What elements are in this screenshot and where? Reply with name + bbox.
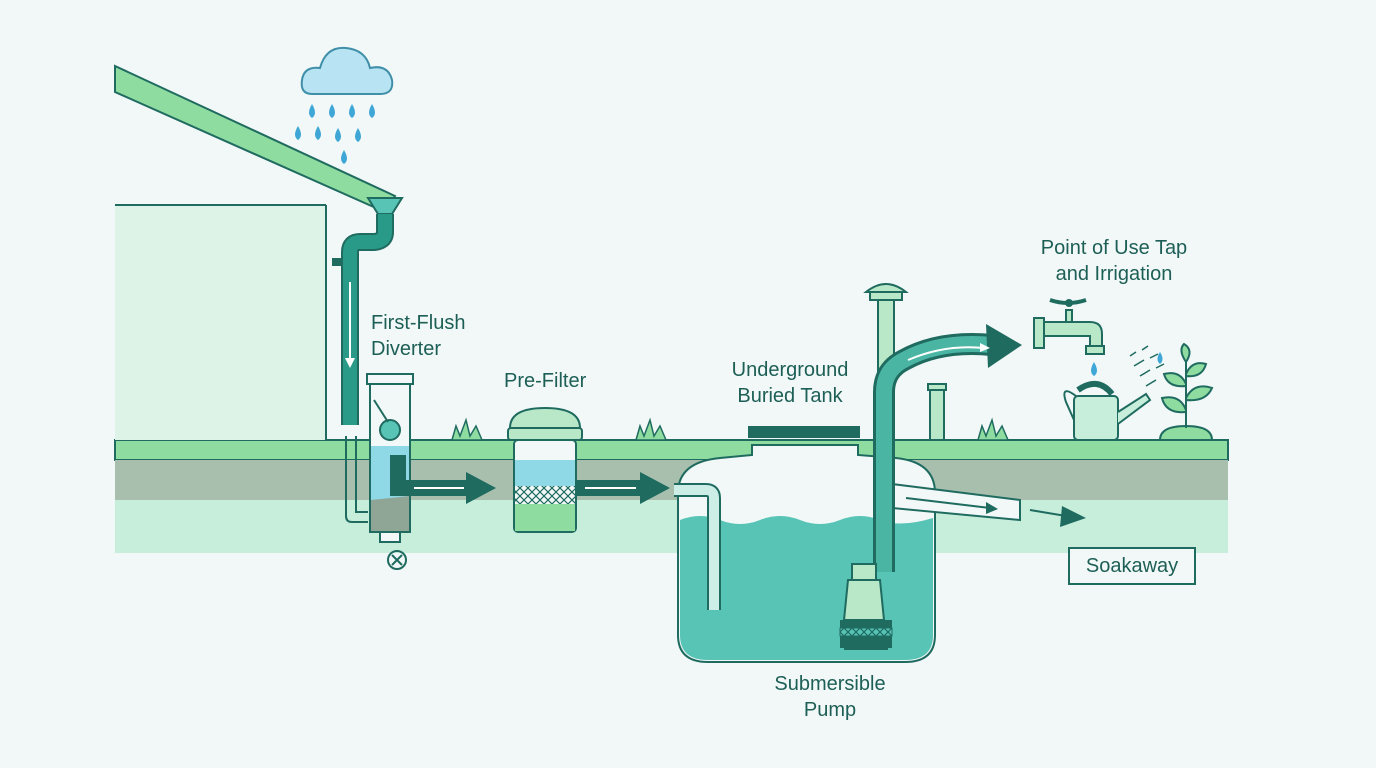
label-tank-line2: Buried Tank <box>737 385 843 407</box>
grass-tuft-icon <box>451 417 1010 441</box>
label-underground-tank: Underground Buried Tank <box>720 357 860 409</box>
flow-arrow-to-filter <box>390 455 496 504</box>
watering-can-icon <box>1063 345 1165 441</box>
soakaway-box: Soakaway <box>1068 547 1196 585</box>
house <box>114 64 397 440</box>
downpipe <box>341 197 404 425</box>
label-first-flush-line1: First-Flush <box>371 312 466 334</box>
label-submersible-pump: Submersible Pump <box>760 671 900 723</box>
overflow-pipe <box>891 482 1086 527</box>
label-point-of-use: Point of Use Tap and Irrigation <box>1026 235 1202 287</box>
label-pre-filter-text: Pre-Filter <box>504 370 587 392</box>
label-pump-line2: Pump <box>803 699 857 721</box>
label-point-of-use-line1: Point of Use Tap <box>1040 237 1188 259</box>
valve-icon <box>387 550 407 570</box>
pre-filter <box>507 406 583 533</box>
underground-tank <box>674 426 936 663</box>
label-pre-filter: Pre-Filter <box>504 368 586 394</box>
flow-arrow-to-tank <box>577 472 670 504</box>
label-soakaway: Soakaway <box>1085 555 1179 577</box>
plant-icon <box>1158 342 1214 441</box>
ground <box>114 439 1229 553</box>
submersible-pump <box>839 563 893 650</box>
pump-riser <box>873 324 1022 572</box>
label-tank-line1: Underground <box>731 359 849 381</box>
tap-icon <box>1033 298 1105 376</box>
label-point-of-use-line2: and Irrigation <box>1055 263 1173 285</box>
label-first-flush-line2: Diverter <box>371 338 442 360</box>
label-pump-line1: Submersible <box>774 673 886 695</box>
rain-cloud-icon <box>295 46 394 164</box>
label-first-flush-diverter: First-Flush Diverter <box>371 310 465 362</box>
